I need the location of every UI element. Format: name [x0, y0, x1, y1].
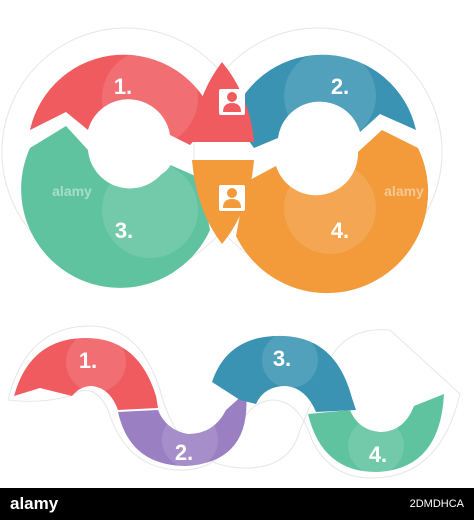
wave-segment-4-green [308, 394, 444, 472]
wave-highlight-1 [66, 332, 126, 392]
image-id: 2DMDHCA [409, 498, 464, 510]
alamy-logo: alamy [10, 494, 59, 513]
highlight-2 [284, 50, 376, 142]
segment-1-label: 1. [114, 74, 132, 99]
wave-segment-2-label: 2. [175, 440, 193, 465]
watermark: alamy [384, 183, 424, 199]
segment-2-label: 2. [331, 74, 349, 99]
segment-4-label: 4. [331, 218, 349, 243]
infographic-canvas: 1. 2. 3. 4. alamy alamy alamy 1. 2. 3. 4… [1, 27, 461, 479]
watermark: alamy [328, 39, 368, 55]
wave-highlight-3 [262, 332, 318, 388]
segment-3-green [21, 126, 211, 288]
wave-segment-3-label: 3. [273, 346, 291, 371]
highlight-1 [102, 50, 198, 146]
footer-bar: alamy 2DMDHCA [0, 488, 474, 520]
wave-highlight-2 [162, 412, 218, 468]
wave-diagram: 1. 2. 3. 4. [7, 325, 461, 479]
wave-segment-1-label: 1. [79, 348, 97, 373]
person-icon [219, 185, 245, 211]
left-hole [122, 126, 174, 178]
segment-3-label: 3. [115, 218, 133, 243]
watermark: alamy [52, 183, 92, 199]
highlight-4 [284, 162, 376, 254]
wave-segment-2-purple [118, 392, 247, 466]
segment-1-red [30, 54, 214, 145]
wave-highlight-4 [348, 418, 404, 474]
right-hole [290, 124, 342, 176]
wave-segment-3-blue [212, 335, 356, 412]
person-icon [219, 89, 245, 115]
segment-2-blue [232, 54, 416, 148]
segment-4-orange [236, 130, 429, 294]
infinity-diagram: 1. 2. 3. 4. alamy alamy alamy [1, 27, 443, 294]
highlight-3 [102, 162, 198, 258]
wave-segment-4-label: 4. [369, 442, 387, 467]
wave-segment-1-red [14, 338, 158, 410]
